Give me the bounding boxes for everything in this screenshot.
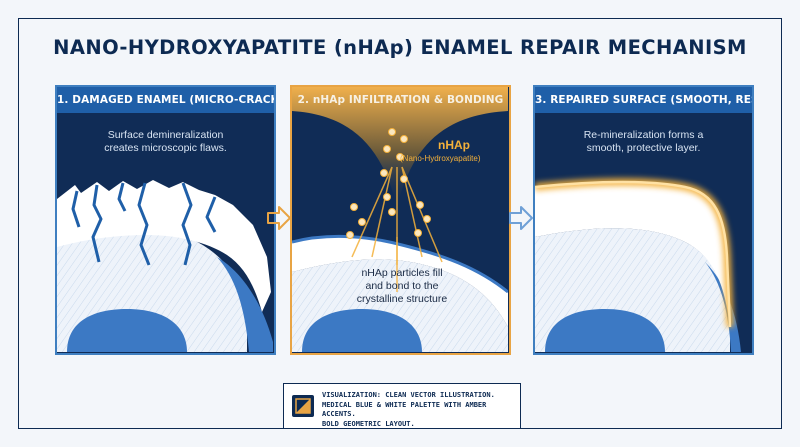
arrow-right-icon bbox=[509, 206, 533, 230]
panel-description: Re-mineralization forms a smooth, protec… bbox=[583, 129, 704, 154]
arrow-right-icon bbox=[267, 206, 291, 230]
repaired-tooth-illustration bbox=[535, 178, 741, 352]
panel-description: Surface demineralization creates microsc… bbox=[104, 129, 227, 154]
panel-title: 1. DAMAGED ENAMEL (MICRO-CRACKS) bbox=[57, 87, 274, 113]
panel-title: 3. REPAIRED SURFACE (SMOOTH, RESTORED) bbox=[535, 87, 752, 113]
panel-infiltration: 2. nHAp INFILTRATION & BONDING nHAp (Nan… bbox=[290, 85, 511, 355]
nhap-sublabel: (Nano-Hydroxyapatite) bbox=[400, 154, 481, 163]
cube-icon bbox=[292, 395, 314, 417]
style-legend-box: VISUALIZATION: CLEAN VECTOR ILLUSTRATION… bbox=[283, 383, 521, 429]
panel-title: 2. nHAp INFILTRATION & BONDING bbox=[297, 94, 504, 106]
panel-damaged-enamel: 1. DAMAGED ENAMEL (MICRO-CRACKS) Surface… bbox=[55, 85, 276, 355]
page-title: NANO-HYDROXYAPATITE (nHAp) ENAMEL REPAIR… bbox=[53, 36, 747, 59]
damaged-tooth-illustration bbox=[57, 180, 273, 352]
legend-text: VISUALIZATION: CLEAN VECTOR ILLUSTRATION… bbox=[322, 391, 495, 428]
nhap-label: nHAp bbox=[438, 138, 470, 152]
infiltration-illustration bbox=[292, 87, 508, 352]
particle-note: nHAp particles fill and bond to the crys… bbox=[356, 267, 448, 305]
panel-repaired-surface: 3. REPAIRED SURFACE (SMOOTH, RESTORED) R… bbox=[533, 85, 754, 355]
